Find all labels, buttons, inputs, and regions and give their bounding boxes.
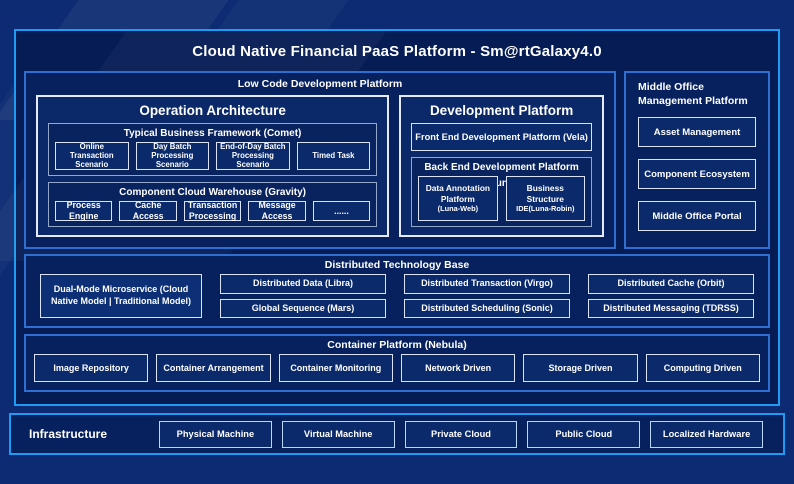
section-distributed-technology-base: Distributed Technology Base Dual-Mode Mi…	[24, 254, 770, 328]
distributed-items-row: Dual-Mode Microservice (Cloud Native Mod…	[40, 274, 754, 318]
box-public-cloud: Public Cloud	[527, 420, 641, 448]
box-message-access: Message Access	[248, 200, 306, 221]
box-distributed-messaging-tdrss: Distributed Messaging (TDRSS)	[588, 298, 754, 318]
development-platform-title: Development Platform	[429, 103, 574, 118]
subsection-development-platform: Development Platform Front End Developme…	[399, 95, 604, 237]
back-end-platform-label: Back End Development Platform (Luna)	[424, 162, 579, 189]
box-transaction-processing: Transaction Processing	[183, 200, 242, 221]
low-code-platform-label: Low Code Development Platform	[237, 78, 403, 90]
typical-business-framework-label: Typical Business Framework (Comet)	[123, 128, 302, 139]
box-computing-driven: Computing Driven	[645, 354, 760, 382]
box-cache-access: Cache Access	[119, 200, 177, 221]
operation-architecture-title: Operation Architecture	[139, 103, 286, 118]
low-code-content: Operation Architecture Typical Business …	[36, 95, 604, 237]
back-end-item-name: Business Structure	[526, 183, 564, 204]
box-localized-hardware: Localized Hardware	[650, 420, 763, 448]
box-container-monitoring: Container Monitoring	[278, 354, 393, 382]
box-day-batch-processing-scenario: Day Batch Processing Scenario	[135, 142, 210, 170]
box-physical-machine: Physical Machine	[159, 420, 272, 448]
box-global-sequence-mars: Global Sequence (Mars)	[220, 298, 386, 318]
box-dual-mode-microservice: Dual-Mode Microservice (Cloud Native Mod…	[40, 274, 202, 318]
section-infrastructure: Infrastructure Physical Machine Virtual …	[9, 413, 785, 455]
box-business-structure-ide-luna-robin: Business Structure IDE(Luna-Robin)	[505, 176, 585, 221]
box-distributed-transaction-virgo: Distributed Transaction (Virgo)	[404, 274, 570, 294]
box-image-repository: Image Repository	[34, 354, 149, 382]
middle-office-label: Middle Office Management Platform	[638, 81, 748, 107]
component-cloud-warehouse-label: Component Cloud Warehouse (Gravity)	[119, 186, 307, 198]
back-end-items-row: Data Annotation Platform (Luna-Web) Busi…	[418, 176, 585, 221]
box-storage-driven: Storage Driven	[523, 354, 638, 382]
box-data-annotation-platform-luna-web: Data Annotation Platform (Luna-Web)	[418, 176, 498, 221]
back-end-item-sub: (Luna-Web)	[437, 204, 479, 214]
infrastructure-label: Infrastructure	[29, 427, 108, 441]
page-title: Cloud Native Financial PaaS Platform - S…	[192, 42, 602, 60]
section-container-platform-nebula: Container Platform (Nebula) Image Reposi…	[24, 334, 770, 392]
group-component-cloud-warehouse: Component Cloud Warehouse (Gravity) Proc…	[48, 181, 378, 227]
platform-frame: Cloud Native Financial PaaS Platform - S…	[14, 29, 780, 406]
box-process-engine: Process Engine	[55, 200, 113, 221]
group-typical-business-framework: Typical Business Framework (Comet) Onlin…	[48, 123, 378, 176]
box-middle-office-portal: Middle Office Portal	[638, 201, 756, 232]
box-front-end-development-platform-vela: Front End Development Platform (Vela)	[411, 123, 592, 151]
subsection-operation-architecture: Operation Architecture Typical Business …	[36, 95, 390, 237]
box-timed-task: Timed Task	[296, 142, 371, 170]
box-distributed-data-libra: Distributed Data (Libra)	[220, 274, 386, 294]
box-virtual-machine: Virtual Machine	[281, 420, 395, 448]
box-private-cloud: Private Cloud	[404, 420, 518, 448]
box-container-arrangement: Container Arrangement	[156, 354, 271, 382]
box-distributed-scheduling-sonic: Distributed Scheduling (Sonic)	[404, 298, 570, 318]
box-asset-management: Asset Management	[638, 117, 756, 148]
section-middle-office-management-platform: Middle Office Management Platform Asset …	[624, 71, 770, 249]
infrastructure-items-row: Physical Machine Virtual Machine Private…	[159, 420, 763, 448]
box-end-of-day-batch-processing-scenario: End-of-Day Batch Processing Scenario	[216, 142, 290, 170]
container-platform-label: Container Platform (Nebula)	[327, 339, 467, 351]
back-end-item-sub: IDE(Luna-Robin)	[516, 204, 575, 214]
group-back-end-development-platform-luna: Back End Development Platform (Luna) Dat…	[411, 157, 592, 227]
distributed-column-1: Distributed Data (Libra) Global Sequence…	[220, 274, 386, 318]
container-platform-items-row: Image Repository Container Arrangement C…	[34, 354, 760, 382]
section-low-code-development-platform: Low Code Development Platform Operation …	[24, 71, 616, 249]
box-distributed-cache-orbit: Distributed Cache (Orbit)	[588, 274, 754, 294]
box-network-driven: Network Driven	[400, 354, 516, 382]
back-end-item-name: Data Annotation Platform	[425, 183, 491, 204]
upper-row: Low Code Development Platform Operation …	[24, 71, 770, 249]
warehouse-items-row: Process Engine Cache Access Transaction …	[55, 200, 371, 221]
box-component-ecosystem: Component Ecosystem	[638, 159, 756, 190]
distributed-column-2: Distributed Transaction (Virgo) Distribu…	[404, 274, 570, 318]
box-online-transaction-scenario: Online Transaction Scenario	[55, 142, 129, 170]
framework-items-row: Online Transaction Scenario Day Batch Pr…	[55, 142, 371, 170]
distributed-technology-base-label: Distributed Technology Base	[324, 259, 470, 271]
distributed-column-3: Distributed Cache (Orbit) Distributed Me…	[588, 274, 754, 318]
box-warehouse-more: ......	[312, 200, 371, 221]
